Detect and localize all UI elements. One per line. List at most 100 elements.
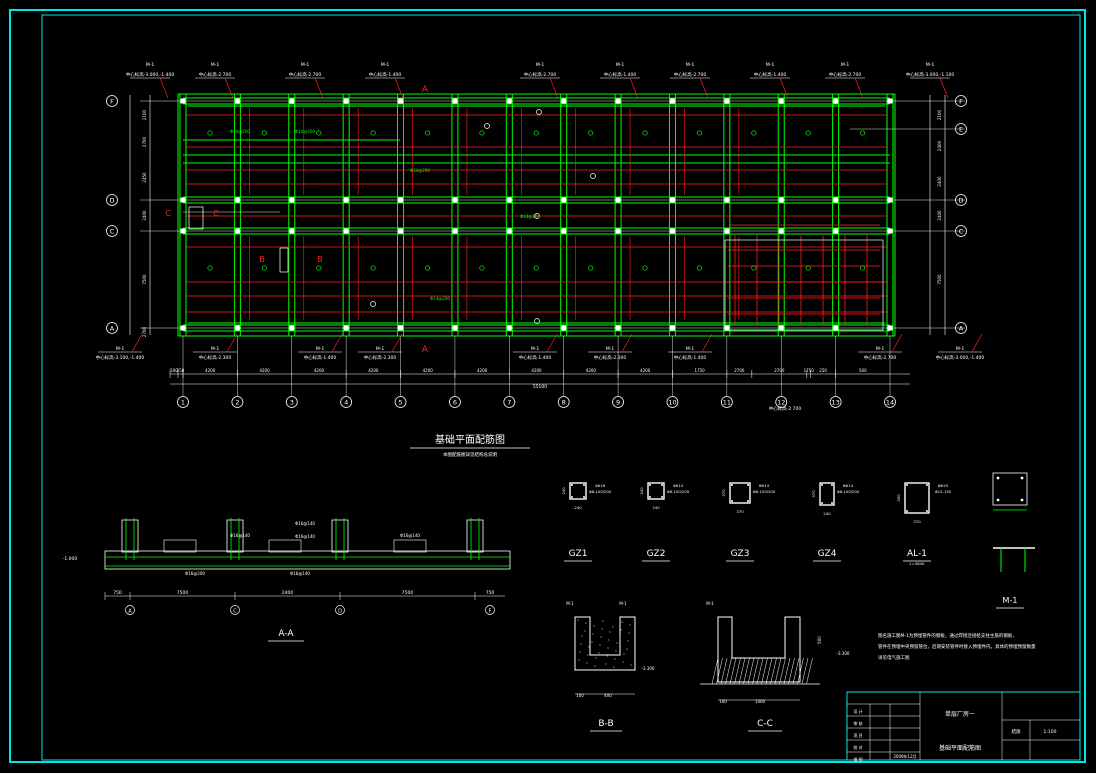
- column-node: [724, 197, 730, 203]
- elevation-label: 中心标高-2.300: [364, 354, 397, 361]
- bb-hatch-dot: [616, 642, 618, 644]
- bb-hatch-dot: [630, 664, 632, 666]
- rebar-mark: [805, 265, 811, 271]
- column-node: [343, 197, 349, 203]
- general-note: 图名施工图M-1为预埋管件的钢板，通过焊接连接给支柱主筋的钢板，: [878, 632, 1017, 639]
- cc-hatch: [779, 657, 786, 685]
- bb-hatch-dot: [579, 651, 581, 653]
- embed-label: M-1: [211, 346, 220, 352]
- tb-sheet: 结施: [1012, 728, 1021, 735]
- column-width: 370: [913, 519, 921, 524]
- elevation-label: 中心标高-1.400: [674, 354, 707, 361]
- dim-value: 4200: [314, 368, 325, 373]
- tb-scale: 1:100: [1044, 729, 1057, 735]
- aa-dim-value: 750: [113, 590, 122, 596]
- bb-hatch-dot: [578, 659, 580, 661]
- embed-label: M-1: [316, 346, 325, 352]
- dim-value: 500: [170, 368, 178, 373]
- column-node: [887, 228, 893, 234]
- cc-hatch: [765, 657, 773, 685]
- column-bar: [583, 496, 585, 498]
- dim-value: 4200: [586, 368, 597, 373]
- leader-line: [546, 333, 558, 353]
- equipment-pit-outline: [724, 239, 884, 331]
- bb-elevation: -3.300: [642, 666, 655, 671]
- cc-title: C-C: [757, 719, 773, 729]
- rebar-mark: [370, 130, 376, 136]
- bb-hatch-dot: [598, 652, 600, 654]
- rebar-spec-label: Φ14@200: [430, 296, 450, 301]
- section-mark: B: [259, 255, 265, 264]
- column-bar: [661, 484, 663, 486]
- embed-label: M-1: [381, 62, 390, 68]
- column-width: 240: [652, 505, 660, 510]
- dim-value: 7500: [937, 274, 942, 285]
- column-section: [819, 482, 835, 506]
- plan-subtitle: 本图配筋图详见结构总说明: [443, 451, 497, 458]
- rebar-mark: [424, 130, 431, 136]
- elevation-label: 中心标高-1.400: [519, 354, 552, 361]
- column-node: [561, 325, 567, 331]
- tb-role: 设 计: [853, 708, 862, 714]
- dim-value: 2700: [774, 368, 785, 373]
- column-node: [234, 325, 240, 331]
- dim-value: 4200: [368, 368, 379, 373]
- bb-hatch-dot: [593, 625, 595, 627]
- column-node: [615, 325, 621, 331]
- general-note: 详见电气施工图: [878, 654, 910, 661]
- rebar-mark: [860, 130, 866, 136]
- bb-hatch-dot: [621, 621, 623, 623]
- rebar-mark: [207, 265, 213, 271]
- leader-line: [331, 333, 343, 353]
- axis-bubble: [955, 123, 967, 135]
- axis-label-col: 5: [398, 399, 402, 407]
- rebar-mark: [261, 130, 267, 136]
- section-mark: A: [422, 345, 429, 355]
- aa-rebar-note: Φ16@140: [400, 533, 420, 538]
- column-bar: [649, 484, 651, 486]
- column-spec: 6Φ14: [843, 483, 854, 488]
- column-section: [729, 482, 751, 504]
- column-node: [669, 197, 675, 203]
- column-stirrup: Φ8-100/200: [589, 489, 612, 494]
- column-node: [778, 98, 784, 104]
- rebar-spec-label: Φ14@200: [520, 214, 540, 219]
- column-spec: 8Φ25: [938, 483, 949, 488]
- dim-value: 4200: [423, 368, 434, 373]
- column-node: [452, 197, 458, 203]
- bb-hatch-dot: [591, 641, 593, 643]
- column-node: [506, 98, 512, 104]
- column-stirrup: Φ6-100/200: [837, 489, 860, 494]
- aa-dim-value: 7500: [177, 590, 189, 596]
- aa-axis-label: A: [128, 609, 132, 615]
- column-spec: 4Φ16: [595, 483, 606, 488]
- column-bar: [926, 510, 928, 512]
- elevation-label: 中心标高-1.400: [754, 71, 787, 78]
- inner-frame: [41, 14, 1081, 761]
- embed-label: M-1: [536, 62, 545, 68]
- leader-line: [226, 333, 238, 353]
- tb-frame: [846, 691, 1081, 761]
- axis-bubble: [106, 95, 118, 107]
- leader-line: [549, 77, 559, 99]
- pile-mark: [370, 301, 376, 307]
- bb-label: M-1: [566, 601, 574, 606]
- column-node: [343, 98, 349, 104]
- cc-hatch: [756, 657, 764, 685]
- column-node: [289, 197, 295, 203]
- column-node: [561, 228, 567, 234]
- axis-label-col: 2: [235, 399, 239, 407]
- cc-hatch: [716, 657, 723, 685]
- tb-role: 项 目: [853, 732, 862, 738]
- dim-value: 2100: [142, 109, 147, 120]
- bb-dim: 100: [576, 693, 584, 698]
- embed-label: M-1: [841, 62, 850, 68]
- general-note: 管件在预埋中央预留管位，后期安装管件时接入预埋件内。具体的预埋预留数量: [878, 643, 1036, 650]
- pile-mark: [534, 318, 540, 324]
- embed-label: M-1: [116, 346, 125, 352]
- tb-role: 审 核: [853, 720, 862, 726]
- column-bar: [747, 484, 749, 486]
